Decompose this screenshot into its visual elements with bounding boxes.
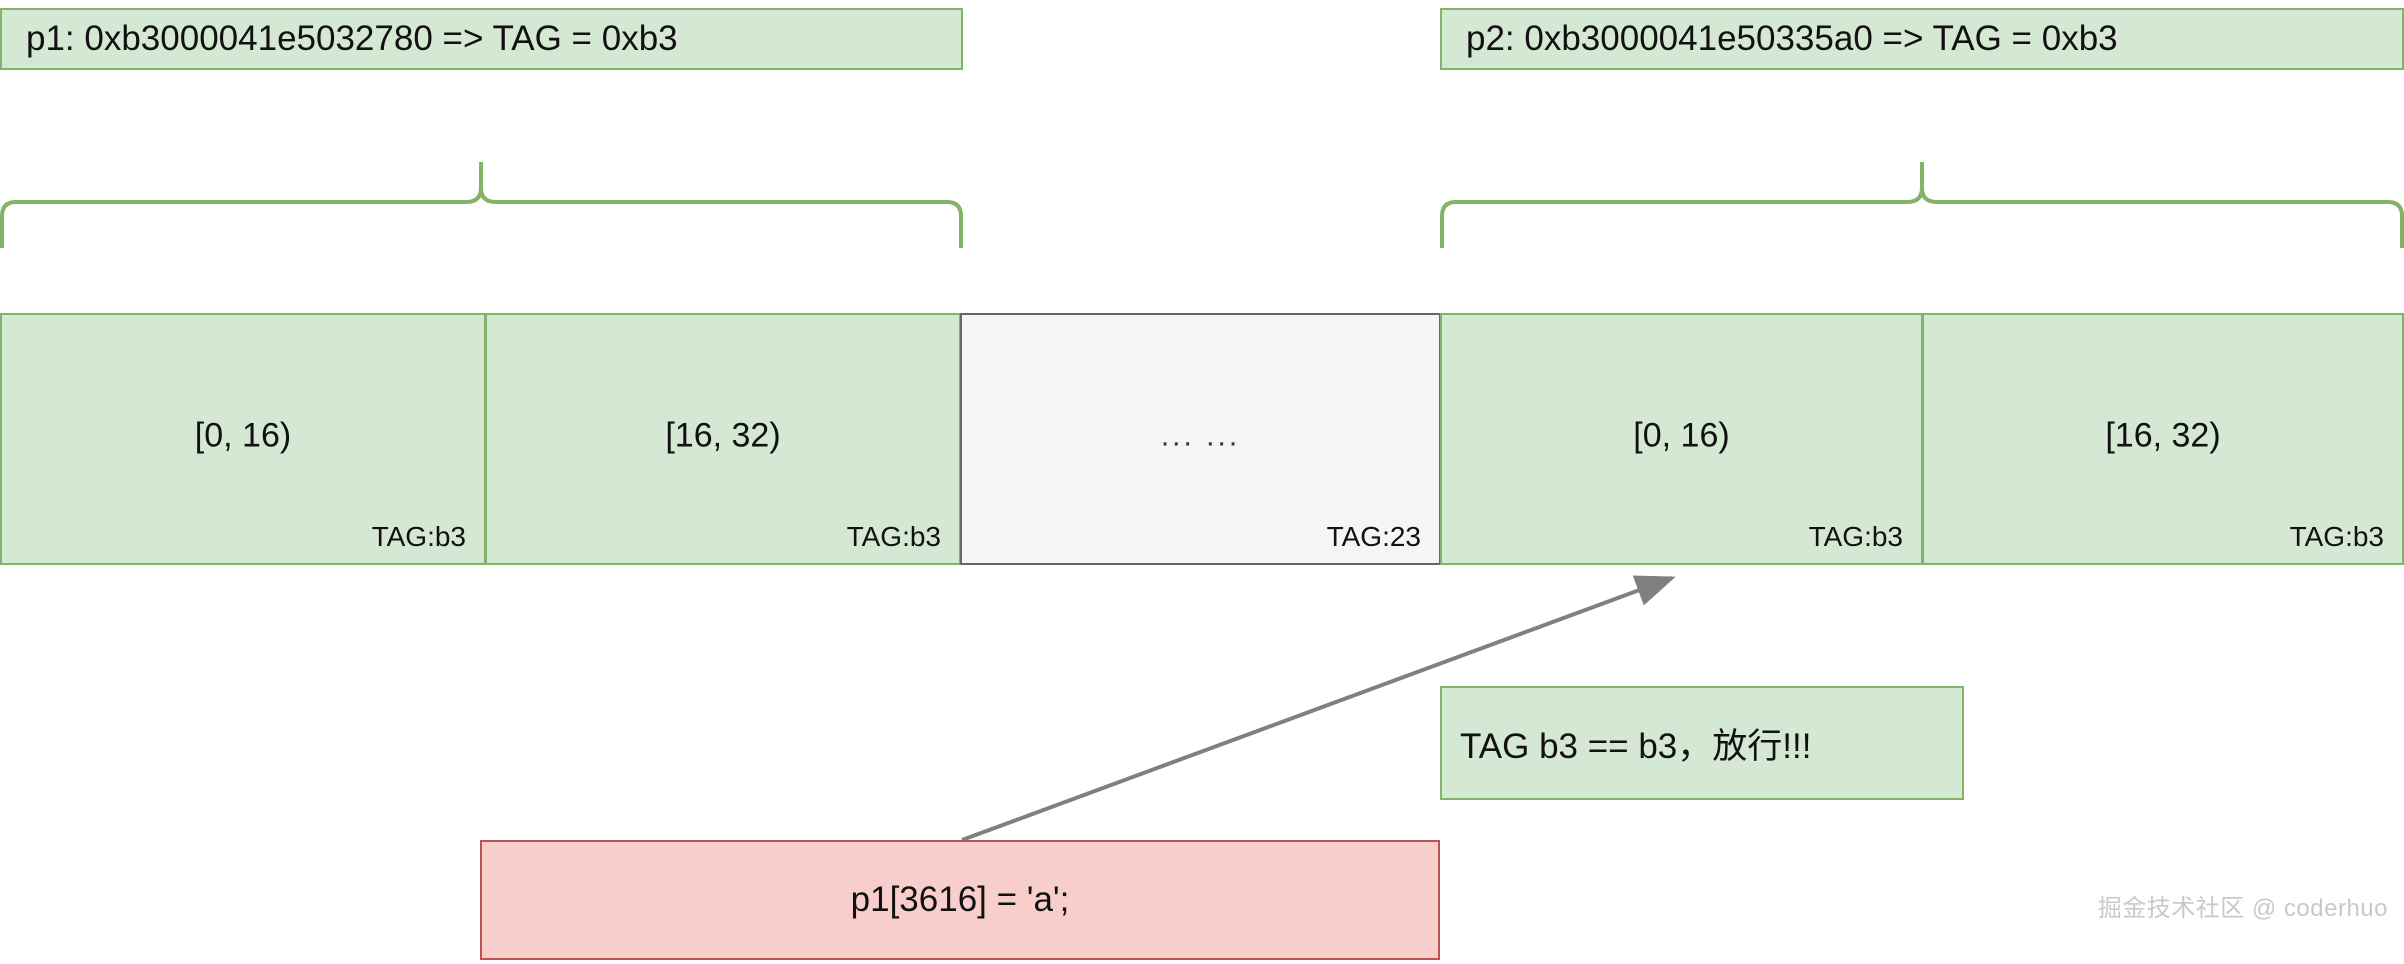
memory-block-row: [0, 16) TAG:b3 [16, 32) TAG:b3 ... ... T… [0, 313, 2404, 565]
brace-right [1440, 160, 2404, 248]
memory-cell-0-range: [0, 16) [194, 416, 292, 455]
memory-cell-1: [16, 32) TAG:b3 [485, 313, 961, 565]
memory-cell-4-tag: TAG:b3 [2289, 521, 2384, 552]
tag-match-note-text: TAG b3 == b3，放行!!! [1460, 726, 1812, 766]
memory-cell-0: [0, 16) TAG:b3 [0, 313, 486, 565]
watermark: 掘金技术社区 @ coderhuo [2097, 895, 2388, 922]
memory-cell-3-range: [0, 16) [1633, 416, 1730, 455]
memory-cell-2-tag: TAG:23 [1326, 521, 1421, 552]
write-statement-text: p1[3616] = 'a'; [850, 880, 1070, 919]
memory-cell-2-range: ... ... [1160, 419, 1241, 453]
brace-left-icon [0, 162, 963, 248]
memory-cell-1-tag: TAG:b3 [846, 521, 941, 552]
memory-cell-ellipsis: ... ... TAG:23 [960, 313, 1441, 565]
memory-cell-3: [0, 16) TAG:b3 [1440, 313, 1923, 565]
pointer-label-p2: p2: 0xb3000041e50335a0 => TAG = 0xb3 [1440, 8, 2404, 70]
memory-cell-4-range: [16, 32) [2105, 416, 2221, 455]
pointer-label-p1-text: p1: 0xb3000041e5032780 => TAG = 0xb3 [26, 19, 678, 58]
pointer-label-p2-text: p2: 0xb3000041e50335a0 => TAG = 0xb3 [1466, 19, 2118, 58]
brace-left [0, 160, 963, 248]
pointer-label-p1: p1: 0xb3000041e5032780 => TAG = 0xb3 [0, 8, 963, 70]
tag-match-note: TAG b3 == b3，放行!!! [1440, 686, 1964, 800]
memory-cell-4: [16, 32) TAG:b3 [1922, 313, 2404, 565]
memory-cell-1-range: [16, 32) [665, 416, 781, 455]
memory-cell-3-tag: TAG:b3 [1808, 521, 1903, 552]
brace-right-icon [1440, 162, 2404, 248]
memory-cell-0-tag: TAG:b3 [371, 521, 466, 552]
write-statement-box: p1[3616] = 'a'; [480, 840, 1440, 960]
